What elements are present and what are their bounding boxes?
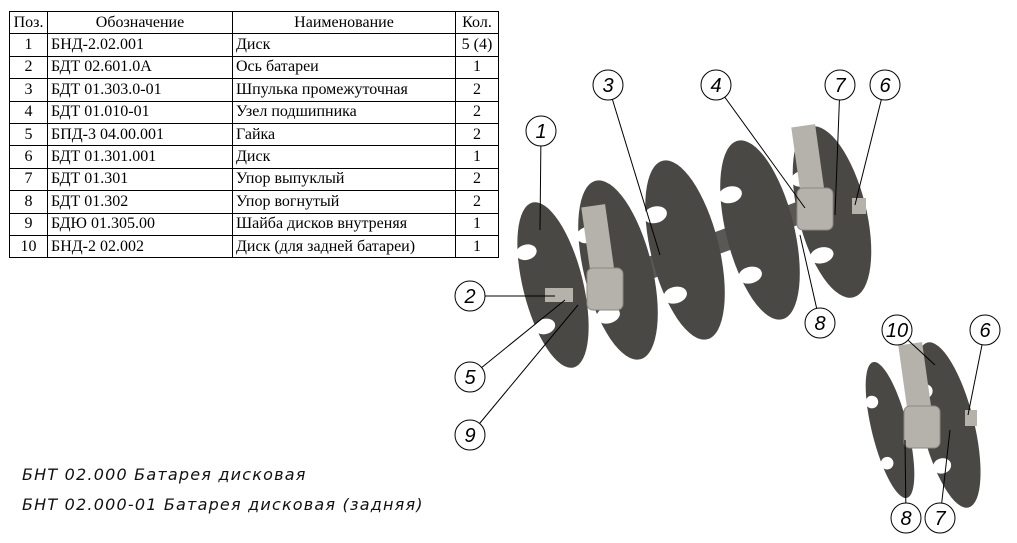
axle-end — [852, 198, 866, 214]
cell-designation: БДТ 02.601.0А — [47, 55, 233, 80]
callout-number: 7 — [934, 508, 946, 530]
cell-name: Шпулька промежуточная — [232, 78, 456, 102]
callout-circle — [592, 69, 624, 101]
callout-circle — [525, 115, 557, 147]
caption-rear-battery: БНТ 02.000-01 Батарея дисковая (задняя) — [22, 495, 424, 514]
cell-qty: 2 — [455, 190, 499, 214]
disc-notch — [515, 244, 537, 261]
leader-line — [469, 304, 579, 436]
callout-number: 2 — [463, 286, 475, 308]
leader-line — [854, 84, 886, 206]
disc-notch — [534, 318, 556, 335]
callout-number: 1 — [535, 121, 546, 143]
disc-notch — [718, 186, 742, 204]
disc-notch — [663, 286, 687, 304]
disc-1 — [517, 202, 589, 368]
leader-line — [539, 130, 542, 231]
callout-number: 6 — [979, 320, 991, 342]
caption-front-battery: БНТ 02.000 Батарея дисковая — [22, 465, 307, 484]
rear-disc-10 — [915, 342, 981, 508]
callout-number: 8 — [814, 313, 825, 335]
callout-number: 5 — [464, 367, 476, 389]
bearing-unit-bracket — [581, 204, 615, 277]
axle-nut — [545, 288, 573, 302]
bearing-unit-bracket — [791, 124, 825, 197]
callout-circle — [454, 361, 486, 393]
leader-line — [607, 84, 661, 256]
callout-circle — [454, 419, 486, 451]
cell-designation: БДТ 01.302 — [47, 190, 233, 214]
bearing-unit — [586, 267, 624, 311]
callout-circle — [804, 307, 836, 339]
leader-line — [469, 299, 566, 378]
callout-number: 9 — [464, 425, 475, 447]
callout-circle — [969, 314, 1001, 346]
callout-number: 7 — [834, 75, 846, 97]
callout-circle — [924, 502, 956, 534]
disc-notch — [880, 456, 894, 470]
callout-circle — [824, 69, 856, 101]
callout-number: 10 — [886, 320, 908, 342]
disc-notch — [596, 306, 620, 324]
cell-qty: 2 — [455, 100, 499, 124]
callout-circle — [700, 69, 732, 101]
bearing-unit — [796, 187, 834, 231]
callout-number: 6 — [879, 75, 891, 97]
leader-line — [715, 84, 806, 209]
callout-circle — [869, 69, 901, 101]
rear-bearing-unit — [903, 405, 941, 449]
callout-number: 8 — [900, 508, 911, 530]
disc-notch — [738, 266, 762, 284]
disc-notch — [810, 247, 834, 264]
rear-bearing-unit-bracket — [898, 342, 932, 415]
cell-qty: 1 — [455, 234, 499, 259]
disc-notch — [865, 395, 879, 409]
callout-number: 4 — [710, 75, 721, 97]
rear-disc — [865, 361, 915, 499]
callout-circle — [881, 314, 913, 346]
cell-name: Диск (для задней батареи) — [232, 234, 456, 259]
callout-circle — [454, 280, 486, 312]
callout-number: 3 — [602, 75, 613, 97]
header-pos: Поз. — [9, 10, 48, 35]
callout-circle — [890, 502, 922, 534]
leader-line — [834, 84, 841, 216]
cell-name: Шайба дисков внутреняя — [232, 212, 456, 236]
rear-axle-end — [965, 410, 977, 426]
